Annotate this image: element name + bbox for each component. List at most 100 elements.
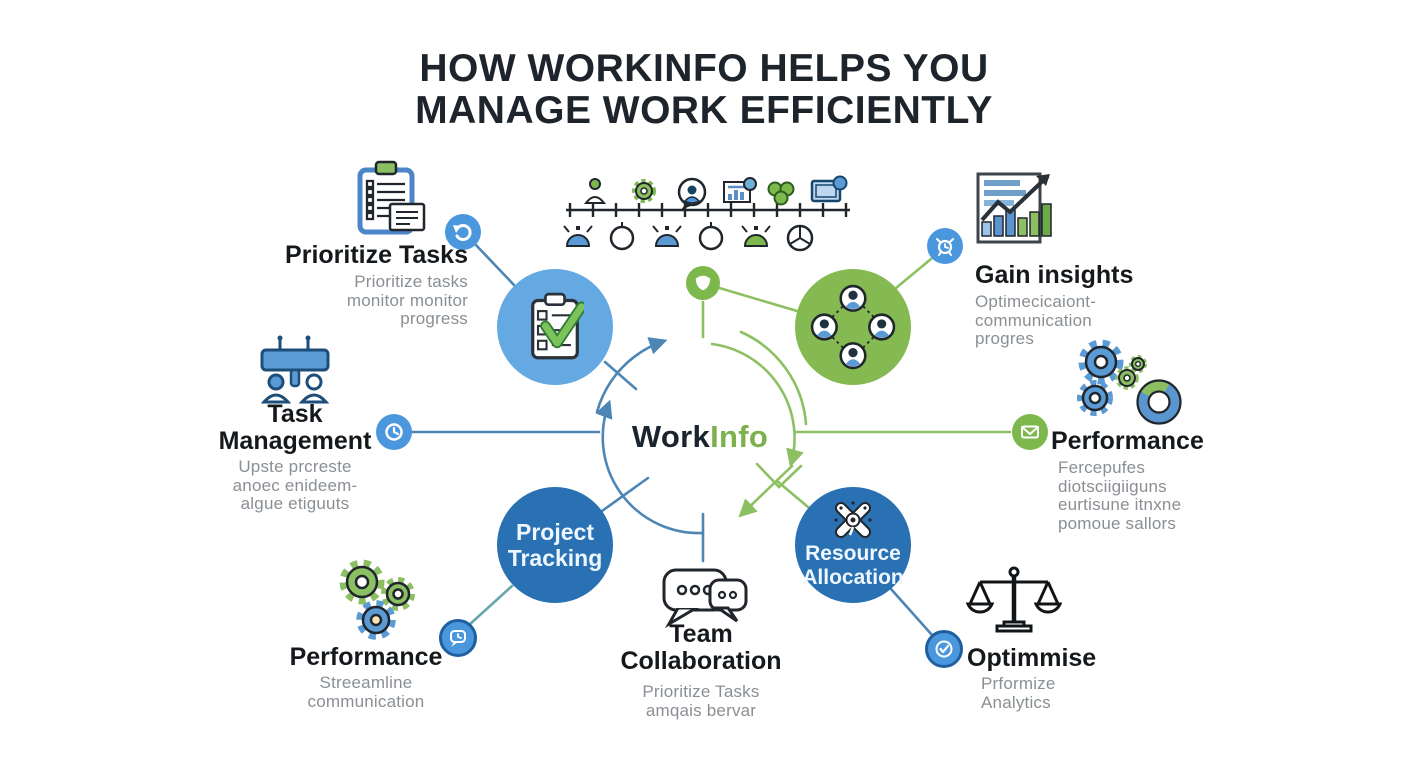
chat-clock-icon <box>450 630 466 647</box>
performance-right-sub-1: Fercepufes <box>1058 458 1146 477</box>
hub-checklist <box>497 269 613 385</box>
chat-clock-badge <box>439 619 477 657</box>
gain-sub-3: progres <box>975 329 1035 348</box>
team-board-icon <box>260 335 330 404</box>
brand-info: Info <box>710 419 769 454</box>
title-line-1: HOW WORKINFO HELPS YOU <box>419 47 989 90</box>
timeline-dome-green-icon <box>741 225 771 247</box>
team-sub-2: amqais bervar <box>645 700 757 720</box>
resource-allocation-label-2: Allocation <box>802 566 904 589</box>
chat-bubbles-icon <box>662 568 748 629</box>
timeline-gear-icon <box>632 179 656 203</box>
growth-chart-icon <box>976 172 1052 244</box>
timeline-report-icon <box>723 177 757 203</box>
resource-allocation-label-1: Resource <box>805 542 901 565</box>
gears-icon <box>339 559 415 640</box>
refresh-badge <box>445 214 481 250</box>
performance-left-title: Performance <box>289 643 443 671</box>
task-title-1: Task <box>267 400 323 428</box>
timeline-dome-blue-icon <box>652 225 682 247</box>
process-timeline <box>563 175 850 252</box>
line-project-center <box>600 476 650 513</box>
performance-left-sub-1: Streeamline <box>319 673 413 692</box>
clipboard-notes-icon <box>357 160 426 235</box>
team-title-2: Collaboration <box>620 647 782 675</box>
title-line-2: MANAGE WORK EFFICIENTLY <box>415 89 993 132</box>
optimise-title: Optimmise <box>967 644 1097 672</box>
node-prioritize-tasks: Prioritize Tasks Prioritize tasks monito… <box>240 242 468 329</box>
team-sub-1: Prioritize Tasks <box>642 682 760 701</box>
node-team-collaboration: Team Collaboration Prioritize Tasks amqa… <box>606 621 796 720</box>
prioritize-sub-3: progress <box>400 309 468 328</box>
node-gain-insights: Gain insights Optimecicaiont- communicat… <box>975 262 1205 349</box>
refresh-icon <box>453 224 472 241</box>
node-performance-right: Performance Fercepufes diotsciigiiguns e… <box>1051 428 1281 533</box>
timeline-pie-icon <box>786 224 814 252</box>
drone-icon <box>834 501 872 539</box>
task-sub-3: algue etiguuts <box>240 494 350 513</box>
performance-right-sub-2: diotsciigiiguns <box>1058 476 1167 496</box>
envelope-badge <box>1012 414 1048 450</box>
gears-donut-icon <box>1077 339 1182 425</box>
gain-title: Gain insights <box>975 261 1134 289</box>
timeline-card-icon <box>810 175 848 203</box>
optimise-sub-2: Analytics <box>981 692 1051 712</box>
connector-lines <box>410 242 1012 637</box>
line-topbadge-network <box>714 285 799 313</box>
avatar <box>810 284 896 370</box>
optimise-sub-1: Prformize <box>981 674 1056 693</box>
blue-arc-outer <box>595 337 668 414</box>
line-prioritize-hub <box>473 242 516 287</box>
checklist-clipboard-icon <box>531 292 584 360</box>
green-chevron <box>755 462 803 489</box>
shield-icon <box>695 275 711 291</box>
performance-right-sub-4: pomoue sallors <box>1058 513 1177 533</box>
node-performance-left: Performance Streeamline communication <box>276 644 456 711</box>
hub-project-tracking: Project Tracking <box>497 487 613 603</box>
check-bubble-badge <box>925 630 963 668</box>
performance-left-sub-2: communication <box>307 691 425 711</box>
envelope-icon <box>1021 425 1039 439</box>
check-bubble-icon <box>935 640 953 658</box>
timeline-dome-blue-icon <box>563 225 593 247</box>
green-arrow-bottom <box>738 464 794 518</box>
prioritize-title: Prioritize Tasks <box>285 241 468 269</box>
performance-right-sub-3: eurtisune itnxne <box>1058 495 1182 514</box>
line-resource-optimise <box>889 587 934 637</box>
performance-right-title: Performance <box>1051 427 1204 455</box>
task-sub-2: anoec enideem- <box>232 475 358 495</box>
project-tracking-label-2: Tracking <box>507 545 603 571</box>
team-title-1: Team <box>669 620 733 648</box>
hub-team-network <box>795 269 911 385</box>
timeline-clover-icon <box>767 181 795 206</box>
prioritize-sub-1: Prioritize tasks <box>354 272 468 291</box>
timeline-circle-icon <box>698 222 724 251</box>
prioritize-sub-2: monitor monitor <box>346 290 468 310</box>
team-network-icon <box>810 284 896 370</box>
timeline-user-bubble-icon <box>677 177 707 210</box>
clock-badge <box>376 414 412 450</box>
brand-workinfo: WorkInfo <box>600 419 800 455</box>
gain-sub-1: Optimecicaiont- <box>975 292 1097 311</box>
hub-resource-allocation: Resource Allocation <box>795 487 911 603</box>
node-task-management: Task Management Upste prcreste anoec eni… <box>198 401 392 514</box>
brand-work: Work <box>631 419 711 454</box>
line-perfleft-project <box>467 584 514 627</box>
page-title: HOW WORKINFO HELPS YOU MANAGE WORK EFFIC… <box>0 48 1408 132</box>
green-arc-inner <box>710 342 804 468</box>
blue-arc-inner <box>595 399 705 535</box>
alarm-badge <box>927 228 963 264</box>
green-arc-outer <box>739 330 808 426</box>
gain-sub-2: communication <box>975 310 1092 330</box>
alarm-clock-icon <box>936 238 954 256</box>
balance-scale-icon <box>965 566 1063 633</box>
task-sub-1: Upste prcreste <box>238 457 352 476</box>
project-tracking-label-1: Project <box>516 519 594 545</box>
shield-badge <box>686 266 720 300</box>
clock-icon <box>385 423 403 441</box>
timeline-circle-icon <box>609 222 635 251</box>
task-title-2: Management <box>218 427 372 455</box>
node-optimise: Optimmise Prformize Analytics <box>967 645 1147 712</box>
timeline-person-icon <box>583 178 607 204</box>
